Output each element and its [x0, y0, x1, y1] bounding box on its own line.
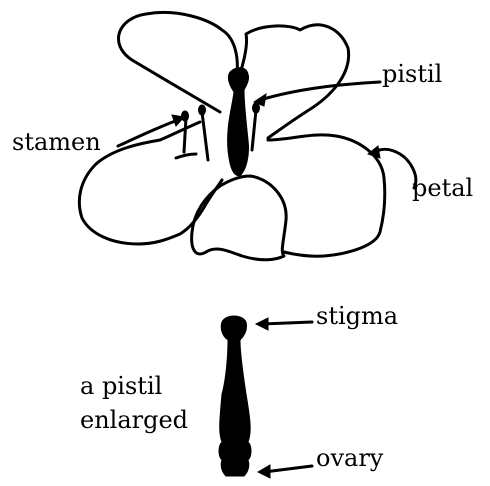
petal-right — [268, 135, 385, 256]
stamen-filament-3 — [252, 110, 256, 150]
stamen-anther-1 — [182, 111, 189, 121]
stigma-arrowhead — [256, 318, 268, 330]
petal-arrowhead — [368, 146, 380, 158]
label-pistil-enlarged-line2: enlarged — [80, 406, 188, 434]
pistil-enlarged-shape — [219, 316, 251, 476]
label-pistil: pistil — [382, 60, 442, 88]
stamen-arrowhead — [172, 115, 184, 126]
stamen-anther-2 — [199, 105, 206, 115]
stigma-arrow — [262, 322, 312, 324]
stamen-anther-3 — [253, 103, 260, 113]
label-petal: petal — [412, 174, 473, 202]
label-pistil-enlarged-line1: a pistil — [80, 372, 162, 400]
label-stamen: stamen — [12, 128, 101, 156]
pistil-shape — [228, 68, 249, 176]
petal-crease — [176, 154, 196, 158]
ovary-arrowhead — [258, 465, 270, 478]
petal-upper-left — [118, 12, 237, 112]
ovary-arrow — [264, 466, 312, 472]
label-ovary: ovary — [316, 444, 384, 472]
stamen-filament-1 — [184, 118, 186, 152]
petal-lower — [192, 176, 287, 260]
stamen-filament-2 — [202, 112, 208, 160]
pistil-arrow — [260, 82, 380, 100]
petal-arrow — [374, 149, 416, 188]
petal-left — [79, 122, 222, 244]
label-stigma: stigma — [316, 302, 398, 330]
